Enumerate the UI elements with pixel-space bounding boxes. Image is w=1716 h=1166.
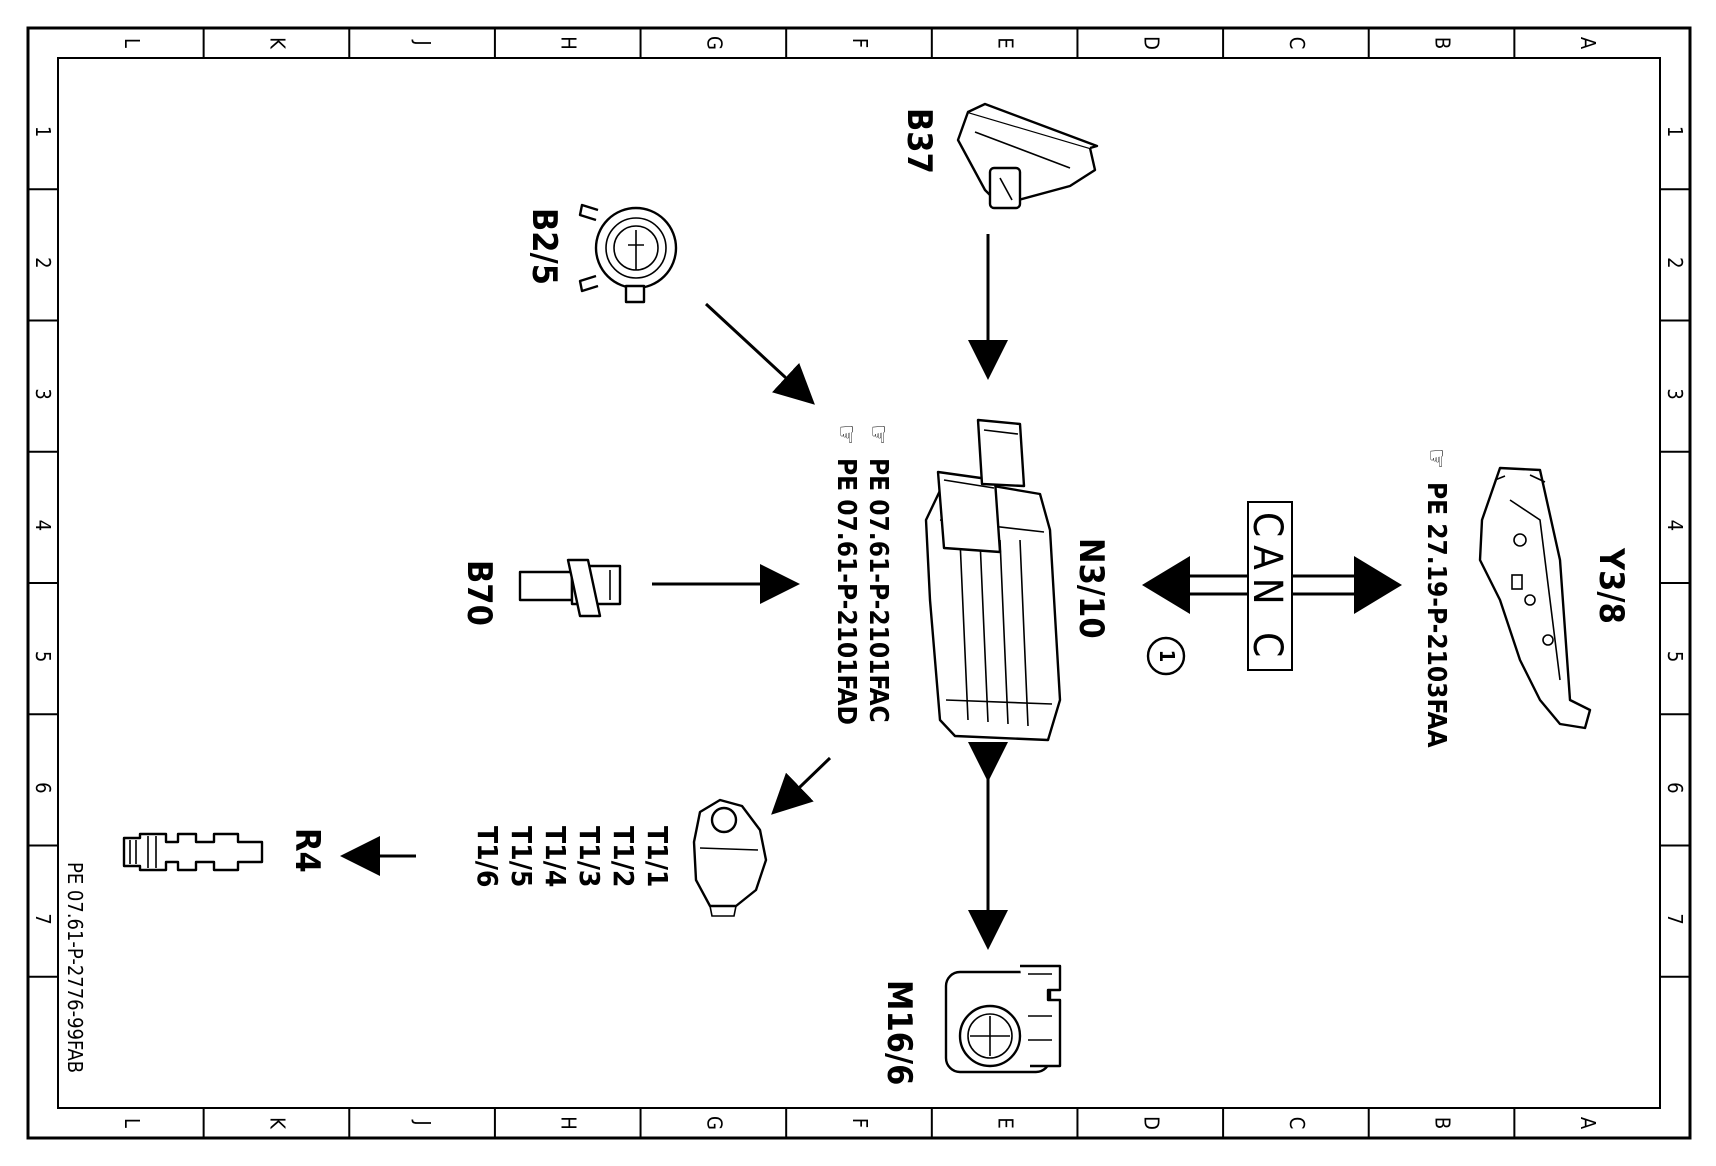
sheet-id: PE 07.61-P-2776-99FAB <box>63 862 87 1073</box>
grid-row-left-2: 2 <box>31 257 55 268</box>
can-c-label: CAN C <box>1244 512 1290 665</box>
label-m16-6: M16/6 <box>879 980 919 1085</box>
label-r4: R4 <box>287 828 327 873</box>
label-n3-10: N3/10 <box>1071 538 1111 639</box>
can-arrow-left-icon <box>1142 556 1190 614</box>
grid-col-top-l: L <box>120 38 144 48</box>
electrohydraulic-control-unit-y3-8-icon <box>1478 466 1592 730</box>
ignition-coil-line-label: T1/4 <box>539 826 572 887</box>
grid-col-bottom-g: G <box>702 1116 726 1130</box>
grid-row-right-1: 1 <box>1663 126 1687 137</box>
grid-col-top-g: G <box>702 36 726 50</box>
grid-row-left-6: 6 <box>31 782 55 793</box>
spark-plug-r4-icon <box>122 832 264 872</box>
grid-col-top-b: B <box>1431 37 1455 49</box>
grid-row-right-7: 7 <box>1663 913 1687 924</box>
ignition-coil-line-label: T1/6 <box>471 826 504 887</box>
grid-row-left-5: 5 <box>31 651 55 662</box>
ignition-coil-t1-icon <box>692 798 768 917</box>
y3-8-document-reference: ☞ PE 27.19-P-2103FAA <box>1421 448 1451 748</box>
grid-row-right-2: 2 <box>1663 257 1687 268</box>
can-circle-number: 1 <box>1155 650 1179 663</box>
grid-col-bottom-c: C <box>1285 1117 1309 1130</box>
pointing-hand-icon: ☞ <box>1421 448 1451 469</box>
ignition-coil-lines: T1/1T1/2T1/3T1/4T1/5T1/6 <box>471 826 674 887</box>
grid-col-bottom-b: B <box>1431 1117 1455 1129</box>
grid-row-left-4: 4 <box>31 520 55 531</box>
grid-col-top-e: E <box>994 37 1018 48</box>
grid-col-top-c: C <box>1285 37 1309 50</box>
ignition-coil-line-label: T1/2 <box>607 826 640 887</box>
ignition-coil-line-label: T1/5 <box>505 826 538 887</box>
grid-col-top-h: H <box>557 36 581 50</box>
grid-row-right-6: 6 <box>1663 782 1687 793</box>
grid-col-top-j: J <box>411 39 435 45</box>
grid-col-bottom-a: A <box>1576 1117 1600 1130</box>
arrow-n3-10-to-t1 <box>771 756 832 815</box>
drawing-frame <box>26 26 1692 1140</box>
label-b2-5: B2/5 <box>524 208 564 285</box>
arrow-b2-5-to-n3-10 <box>704 302 815 405</box>
accelerator-pedal-sensor-b37-icon <box>956 102 1099 210</box>
grid-col-bottom-h: H <box>557 1116 581 1130</box>
doc-ref-y3-8: PE 27.19-P-2103FAA <box>1421 482 1451 748</box>
grid-row-right-5: 5 <box>1663 651 1687 662</box>
grid-row-left-3: 3 <box>31 388 55 399</box>
hot-film-mass-air-flow-sensor-b2-5-icon <box>578 203 678 304</box>
grid-col-top-d: D <box>1139 36 1163 50</box>
grid-row-labels-right: 1 2 3 4 5 6 7 <box>1663 126 1687 925</box>
doc-ref-n3-10-1: PE 07.61-P-2101FAC <box>863 458 893 723</box>
grid-row-labels-left: 1 2 3 4 5 6 7 <box>31 126 55 925</box>
grid-row-right-4: 4 <box>1663 520 1687 531</box>
can-c-bus-connection: CAN C 1 <box>1142 501 1402 676</box>
grid-col-bottom-d: D <box>1139 1116 1163 1130</box>
doc-ref-n3-10-2: PE 07.61-P-2101FAD <box>831 458 861 725</box>
grid-row-left-7: 7 <box>31 913 55 924</box>
grid-col-top-a: A <box>1576 37 1600 50</box>
pointing-hand-icon: ☞ <box>831 424 861 445</box>
crankshaft-position-sensor-b70-icon <box>518 558 622 618</box>
label-b70: B70 <box>459 560 499 626</box>
label-y3-8: Y3/8 <box>1591 547 1631 624</box>
can-arrow-right-icon <box>1354 556 1402 614</box>
grid-row-right-3: 3 <box>1663 388 1687 399</box>
grid-col-bottom-k: K <box>265 1117 289 1130</box>
grid-col-bottom-j: J <box>411 1119 435 1125</box>
grid-col-bottom-e: E <box>994 1117 1018 1128</box>
label-b37: B37 <box>899 108 939 174</box>
grid-row-left-1: 1 <box>31 126 55 137</box>
grid-col-top-f: F <box>848 38 872 48</box>
pointing-hand-icon: ☞ <box>863 424 893 445</box>
signal-arrows <box>340 234 1008 950</box>
ignition-coil-line-label: T1/1 <box>641 826 674 887</box>
grid-col-bottom-l: L <box>120 1118 144 1128</box>
n3-10-document-references: ☞ PE 07.61-P-2101FAC ☞ PE 07.61-P-2101FA… <box>831 424 893 725</box>
grid-col-bottom-f: F <box>848 1118 872 1128</box>
grid-col-top-k: K <box>265 37 289 50</box>
ignition-coil-line-label: T1/3 <box>573 826 606 887</box>
throttle-valve-actuator-m16-6-icon <box>944 964 1062 1074</box>
engine-control-unit-n3-10-icon <box>924 418 1062 742</box>
